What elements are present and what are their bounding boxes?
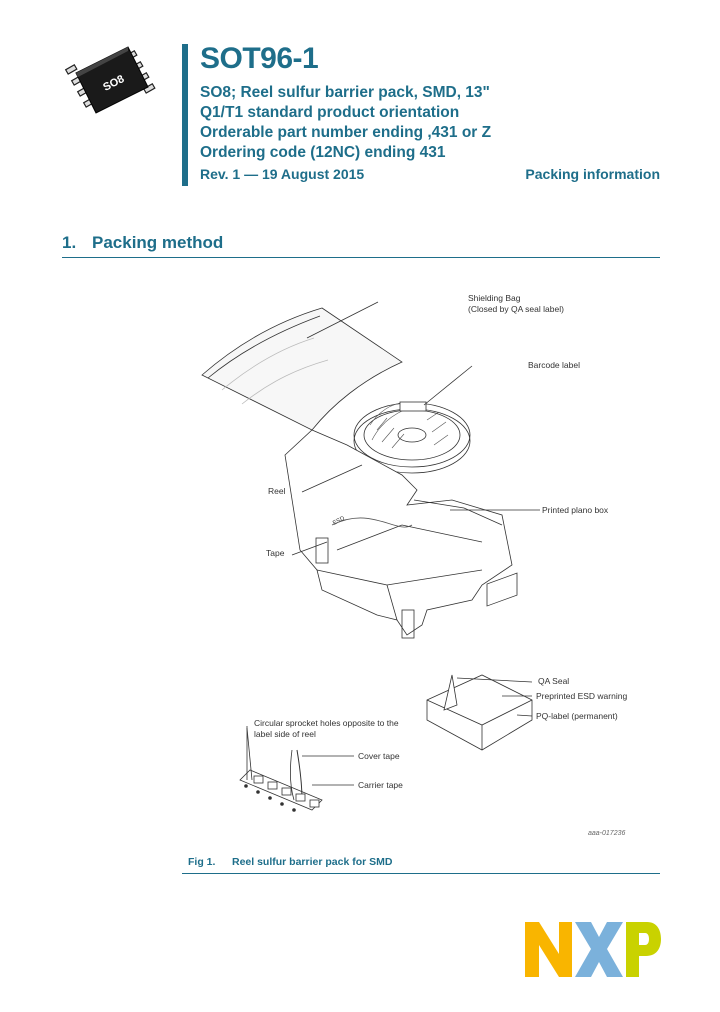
section-heading: 1. Packing method: [62, 233, 223, 253]
so8-chip-image: SO8: [64, 46, 156, 114]
section-rule: [62, 257, 660, 258]
label-barcode: Barcode label: [528, 360, 580, 370]
subtitle-line-1: SO8; Reel sulfur barrier pack, SMD, 13": [200, 84, 490, 101]
section-title: Packing method: [92, 233, 224, 252]
label-reel: Reel: [268, 486, 286, 496]
figure-caption-text: Reel sulfur barrier pack for SMD: [232, 856, 393, 868]
subtitle-line-3: Orderable part number ending ,431 or Z: [200, 124, 492, 141]
caption-rule: [182, 873, 660, 874]
label-tape: Tape: [266, 548, 285, 558]
label-shielding-bag-note: (Closed by QA seal label): [468, 304, 564, 314]
subtitle-line-2: Q1/T1 standard product orientation: [200, 104, 460, 121]
nxp-logo: [525, 922, 661, 977]
figure-caption: Fig 1. Reel sulfur barrier pack for SMD: [188, 856, 392, 868]
subtitle-line-4: Ordering code (12NC) ending 431: [200, 144, 446, 161]
document-type: Packing information: [525, 166, 660, 182]
svg-text:ESD: ESD: [332, 515, 346, 526]
label-esd-warning: Preprinted ESD warning: [536, 691, 628, 701]
label-carrier-tape: Carrier tape: [358, 780, 403, 790]
label-qa-seal: QA Seal: [538, 676, 570, 686]
header-accent-bar: [182, 44, 188, 186]
packing-figure: ESD: [182, 280, 660, 850]
label-shielding-bag: Shielding Bag: [468, 293, 521, 303]
section-number: 1.: [62, 233, 77, 252]
revision-date: Rev. 1 — 19 August 2015: [200, 166, 365, 182]
figure-number: Fig 1.: [188, 856, 216, 868]
label-sprocket-holes-2: label side of reel: [254, 729, 316, 739]
label-cover-tape: Cover tape: [358, 751, 400, 761]
packing-illustration: ESD: [201, 301, 540, 812]
document-title: SOT96-1: [200, 42, 319, 75]
label-pq: PQ-label (permanent): [536, 711, 618, 721]
label-printed-box: Printed plano box: [542, 505, 609, 515]
label-sprocket-holes: Circular sprocket holes opposite to the: [254, 718, 399, 728]
figure-reference-code: aaa-017236: [588, 830, 626, 837]
